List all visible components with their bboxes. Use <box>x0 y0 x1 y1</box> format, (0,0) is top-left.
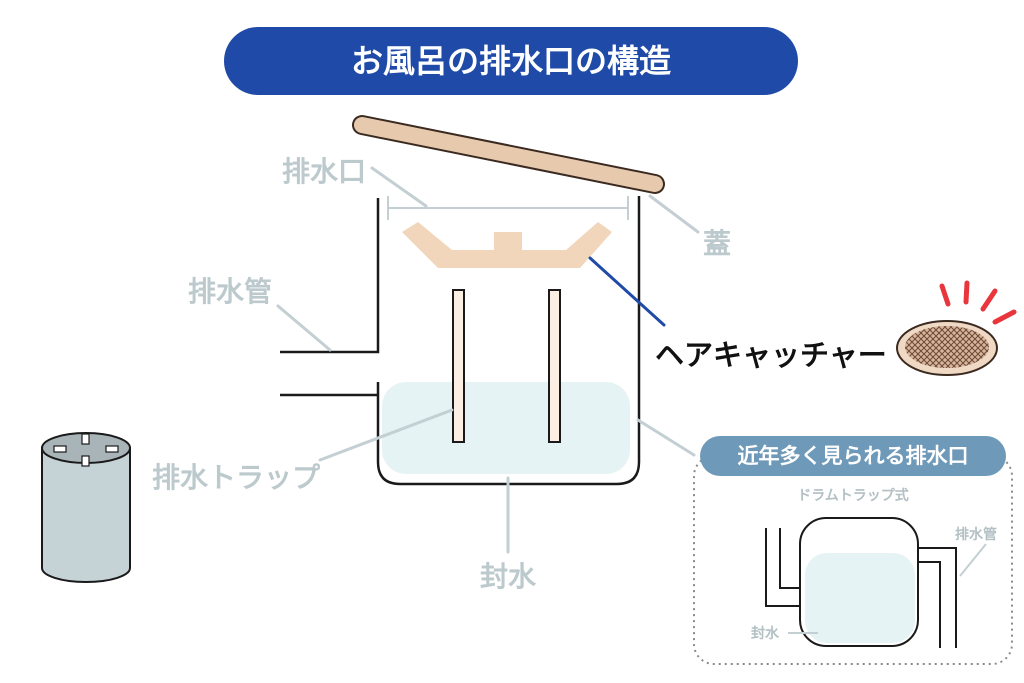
label-hair-catcher: ヘアキャッチャー <box>655 338 887 372</box>
leader-lid <box>648 194 700 234</box>
alert-lines-icon <box>939 280 1017 325</box>
water-seal-area <box>382 382 630 474</box>
inset-badge <box>700 436 1006 476</box>
hair-catcher-illustration <box>896 320 998 376</box>
title-banner: お風呂の排水口の構造 <box>224 27 798 95</box>
inset-drum-trap: 近年多く見られる排水口 ドラムトラップ式 排水管 封水 <box>693 436 1013 665</box>
label-water-seal: 封水 <box>480 560 537 593</box>
lid <box>352 115 665 194</box>
inset-leader-drain-pipe <box>959 543 987 577</box>
drain-outlet-width-marker <box>387 196 629 220</box>
hair-catcher <box>402 222 612 268</box>
inset-badge-text: 近年多く見られる排水口 <box>738 444 969 468</box>
inset-subtitle: ドラムトラップ式 <box>797 487 909 504</box>
leader-drain-outlet <box>370 166 428 208</box>
label-lid: 蓋 <box>703 227 731 260</box>
drain-trap-illustration <box>41 432 131 583</box>
label-drain-outlet: 排水口 <box>282 155 366 188</box>
inset-label-drain-pipe: 排水管 <box>955 526 997 543</box>
page-title: お風呂の排水口の構造 <box>351 42 671 80</box>
trap-plate-left <box>452 289 465 443</box>
leader-drain-pipe <box>276 304 332 352</box>
inset-drum <box>765 517 957 648</box>
trap-plate-right <box>548 289 561 443</box>
leader-to-inset <box>636 418 696 457</box>
leader-drain-trap <box>318 408 454 462</box>
inset-label-water-seal: 封水 <box>751 625 780 642</box>
leader-hair-catcher <box>588 256 666 327</box>
label-drain-pipe: 排水管 <box>188 275 272 308</box>
label-drain-trap: 排水トラップ <box>152 461 321 494</box>
